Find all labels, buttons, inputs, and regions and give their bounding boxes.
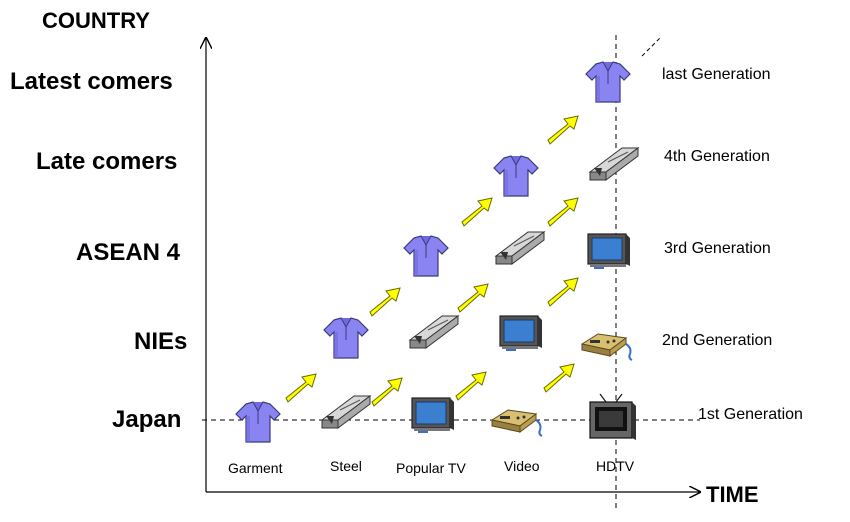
country-label-nies: NIEs	[134, 328, 188, 355]
product-label-popular-tv: Popular TV	[396, 460, 466, 476]
country-label-latest-comers: Latest comers	[10, 68, 173, 95]
steel-icon	[409, 315, 459, 349]
arrow-icon	[455, 371, 487, 401]
tv-icon	[499, 315, 543, 352]
video-icon	[581, 333, 633, 361]
arrow-icon	[543, 363, 575, 393]
arrow-icon	[547, 197, 579, 227]
product-label-hdtv: HDTV	[596, 458, 635, 474]
shirt-icon	[493, 155, 539, 197]
generation-label-3rd: 3rd Generation	[664, 240, 771, 257]
generation-label-4th: 4th Generation	[664, 148, 770, 165]
product-label-garment: Garment	[228, 460, 283, 476]
shirt-icon	[323, 317, 369, 359]
generation-label-last: last Generation	[662, 66, 771, 83]
arrow-icon	[461, 197, 493, 227]
x-axis-title: TIME	[706, 482, 759, 507]
country-label-japan: Japan	[112, 406, 182, 433]
product-label-steel: Steel	[330, 458, 362, 474]
arrow-icon	[369, 287, 401, 317]
shirt-icon	[585, 61, 631, 103]
hdtv-icon	[589, 393, 637, 441]
arrow-icon	[285, 373, 317, 403]
arrow-icon	[457, 283, 489, 313]
frontier-dashed-diagonal	[641, 37, 661, 57]
arrow-icon	[547, 115, 579, 145]
generation-label-2nd: 2nd Generation	[662, 332, 773, 349]
tv-icon	[587, 233, 631, 270]
steel-icon	[495, 231, 545, 265]
steel-icon	[589, 147, 639, 181]
shirt-icon	[403, 235, 449, 277]
shirt-icon	[235, 401, 281, 443]
country-label-late-comers: Late comers	[36, 148, 178, 175]
generation-label-1st: 1st Generation	[698, 406, 803, 423]
y-axis-title: COUNTRY	[42, 8, 150, 33]
steel-icon	[321, 395, 371, 429]
video-icon	[491, 409, 543, 437]
arrow-icon	[371, 377, 403, 407]
tv-icon	[411, 397, 455, 434]
product-label-video: Video	[504, 458, 540, 474]
arrow-icon	[547, 277, 579, 307]
country-label-asean-4: ASEAN 4	[76, 239, 181, 266]
